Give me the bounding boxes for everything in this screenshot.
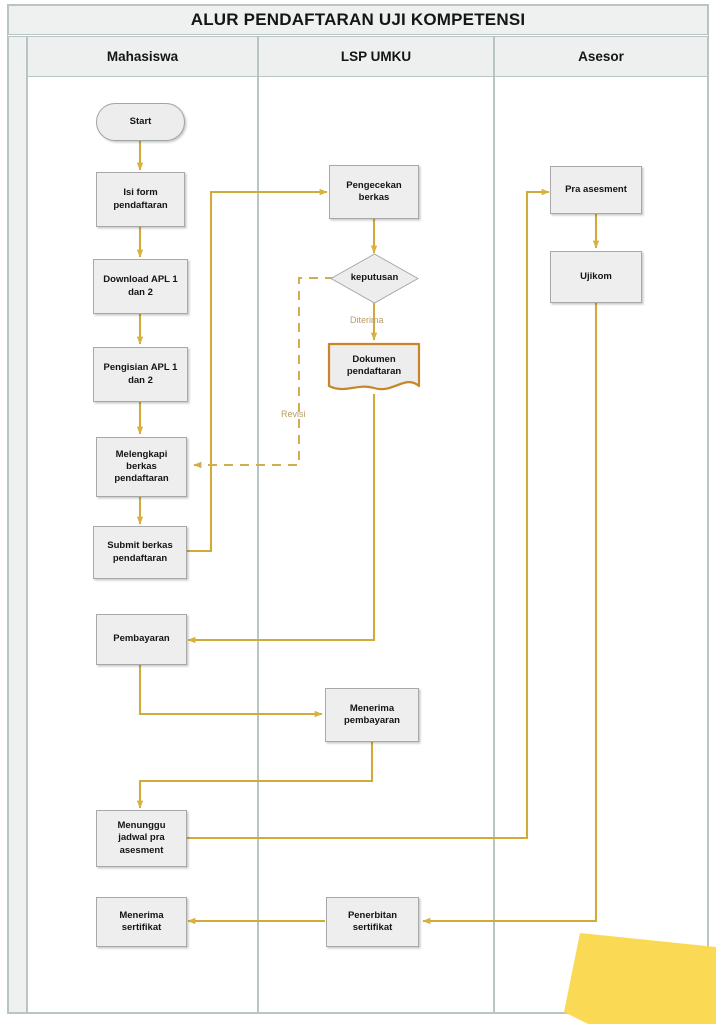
node-submit-line1: Submit berkas: [107, 540, 173, 552]
page-title: ALUR PENDAFTARAN UJI KOMPETENSI: [190, 10, 526, 29]
node-melengkapi-berkas[interactable]: Melengkapi berkas pendaftaran: [96, 437, 187, 497]
node-submit-line2: pendaftaran: [112, 552, 168, 564]
node-pengecekan-berkas[interactable]: Pengecekan berkas: [329, 165, 419, 219]
node-menunggu-jadwal[interactable]: Menunggu jadwal pra asesment: [96, 810, 187, 867]
node-pengisian-apl-line2: dan 2: [128, 374, 153, 386]
node-pengisian-apl[interactable]: Pengisian APL 1 dan 2: [93, 347, 188, 402]
lane-spine: [8, 36, 27, 1013]
node-download-apl-line2: dan 2: [128, 286, 153, 298]
node-terima-sert-line2: sertifikat: [121, 922, 162, 933]
node-keputusan-label: keputusan: [350, 272, 399, 284]
node-penerbitan-line1: Penerbitan: [347, 909, 398, 921]
node-terima-bayar-line1: Menerima: [349, 702, 395, 714]
node-start-label: Start: [129, 115, 152, 127]
node-pengisian-apl-line1: Pengisian APL 1: [103, 362, 178, 374]
node-pembayaran-label: Pembayaran: [113, 633, 170, 645]
node-menunggu-line1: Menunggu: [117, 820, 166, 832]
node-melengkapi-line3: pendaftaran: [114, 473, 169, 485]
node-dokumen-line1: Dokumen: [352, 353, 396, 365]
node-menunggu-line2: jadwal pra: [118, 832, 165, 844]
lane-label-lsp-umku: LSP UMKU: [340, 49, 412, 64]
edge-label-diterima: Diterima: [350, 315, 384, 325]
node-melengkapi-line1: Melengkapi: [115, 448, 168, 460]
node-menunggu-line3: asesment: [119, 844, 164, 856]
node-penerbitan-sertifikat[interactable]: Penerbitan sertifikat: [326, 897, 419, 947]
node-penerbitan-line2: sertifikat: [352, 922, 393, 933]
lane-header-lsp-umku: LSP UMKU: [258, 36, 494, 77]
lane-header-mahasiswa: Mahasiswa: [27, 36, 258, 77]
diagram-title-bar: ALUR PENDAFTARAN UJI KOMPETENSI: [8, 5, 708, 35]
node-isi-form-line1: Isi form: [123, 187, 158, 199]
node-terima-sert-line1: Menerima: [119, 909, 164, 921]
node-pengecekan-line2: berkas: [358, 192, 390, 203]
node-ujikom-label: Ujikom: [580, 270, 612, 282]
node-pembayaran[interactable]: Pembayaran: [96, 614, 187, 665]
node-keputusan[interactable]: keputusan: [330, 253, 419, 304]
node-pra-asesment-label: Pra asesment: [565, 183, 627, 195]
edge-label-revisi: Revisi: [281, 409, 306, 419]
lane-header-asesor: Asesor: [494, 36, 708, 77]
node-menerima-pembayaran[interactable]: Menerima pembayaran: [325, 688, 419, 742]
lane-body-asesor: [494, 77, 708, 1013]
node-download-apl-line1: Download APL 1: [103, 274, 178, 286]
node-submit-berkas[interactable]: Submit berkas pendaftaran: [93, 526, 187, 579]
node-menerima-sertifikat[interactable]: Menerima sertifikat: [96, 897, 187, 947]
node-dokumen-pendaftaran[interactable]: Dokumen pendaftaran: [327, 342, 421, 395]
node-isi-form-line2: pendaftaran: [113, 199, 168, 211]
node-isi-form[interactable]: Isi form pendaftaran: [96, 172, 185, 227]
node-melengkapi-line2: berkas: [126, 460, 157, 472]
node-pengecekan-line1: Pengecekan: [346, 179, 402, 191]
node-download-apl[interactable]: Download APL 1 dan 2: [93, 259, 188, 314]
node-start[interactable]: Start: [96, 103, 185, 141]
node-dokumen-line2: pendaftaran: [346, 366, 402, 377]
lane-label-mahasiswa: Mahasiswa: [106, 49, 179, 64]
node-pra-asesment[interactable]: Pra asesment: [550, 166, 642, 214]
lane-label-asesor: Asesor: [578, 49, 624, 64]
node-ujikom[interactable]: Ujikom: [550, 251, 642, 303]
node-terima-bayar-line2: pembayaran: [344, 715, 400, 726]
